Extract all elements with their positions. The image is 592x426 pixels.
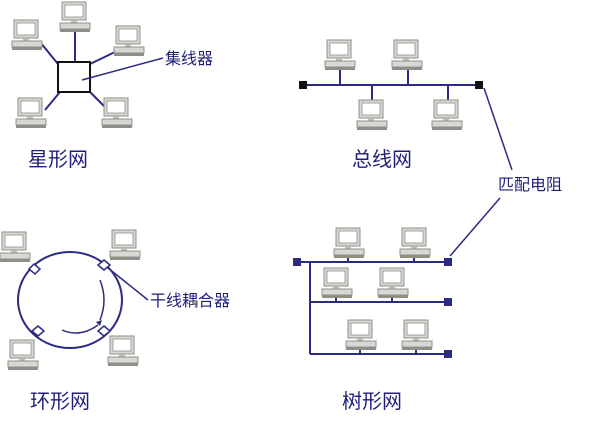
star-network: 集线器 星形网 (11, 1, 213, 171)
computer-icon (321, 267, 353, 299)
hub-label: 集线器 (165, 49, 213, 68)
computer-icon (431, 99, 463, 131)
coupler-label: 干线耦合器 (150, 291, 230, 310)
tree-terminator (444, 258, 452, 266)
computer-icon (324, 39, 356, 71)
bus-terminator-left (299, 81, 307, 89)
computer-icon (7, 339, 39, 371)
bus-terminator-right (475, 81, 483, 89)
tree-terminator (444, 298, 452, 306)
star-network-title: 星形网 (28, 147, 88, 171)
ring-network-title: 环形网 (30, 389, 90, 413)
computer-icon (15, 97, 47, 129)
terminator-annotation: 匹配电阻 (449, 87, 562, 257)
computer-icon (0, 231, 31, 263)
tree-network: 树形网 (293, 227, 452, 413)
bus-network-title: 总线网 (352, 147, 412, 171)
tree-terminator (293, 258, 301, 266)
bus-network: 总线网 (299, 39, 483, 171)
tree-network-title: 树形网 (342, 389, 402, 413)
computer-icon (377, 267, 409, 299)
ring-coupler (30, 325, 46, 337)
computer-icon (333, 227, 365, 259)
computer-icon (11, 19, 43, 51)
computer-icon (113, 25, 145, 57)
computer-icon (399, 227, 431, 259)
ring-coupler (96, 259, 112, 271)
computer-icon (356, 99, 388, 131)
computer-icon (101, 97, 133, 129)
computer-icon (59, 1, 91, 33)
hub-box (57, 61, 91, 93)
ring-network: 干线耦合器 环形网 (0, 229, 230, 413)
ring-coupler (27, 262, 42, 276)
computer-icon (401, 319, 433, 351)
computer-icon (345, 319, 377, 351)
computer-icon (109, 229, 141, 261)
tree-terminator (444, 350, 452, 358)
computer-icon (391, 39, 423, 71)
terminator-label: 匹配电阻 (498, 175, 562, 194)
ring-coupler (96, 325, 112, 337)
computer-icon (107, 335, 139, 367)
